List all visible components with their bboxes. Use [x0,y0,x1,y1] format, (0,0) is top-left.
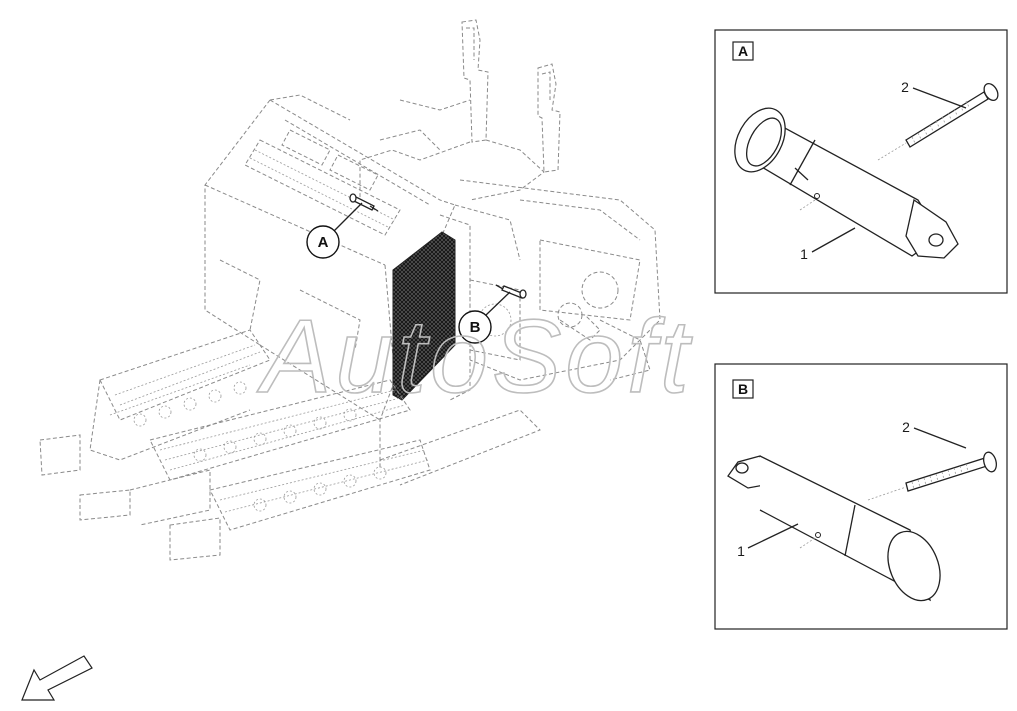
detail-a-bolt [877,82,999,161]
detail-b-tag: B [738,381,748,397]
callout-a-letter: A [318,234,329,251]
detail-a-leader-2 [912,87,967,109]
callout-b[interactable]: B [458,291,511,344]
callout-a[interactable]: A [306,202,363,259]
detail-a-pin [734,107,959,259]
detail-panel-a: A 2 1 [714,29,1008,294]
detail-a-label-1: 1 [800,246,808,262]
machine-overview: A B [39,19,661,561]
detail-a-leader-1 [811,227,856,253]
callout-b-letter: B [470,319,481,336]
detail-b-bolt [867,451,997,501]
detail-b-leader-1 [747,523,799,549]
detail-b-label-2: 2 [902,419,910,435]
pin-a-location [349,193,379,212]
detail-a-tag: A [738,43,748,59]
watermark-text: AutoSoft [256,299,693,415]
detail-a-label-2: 2 [901,79,909,95]
detail-panel-b: B 2 1 [714,363,1008,630]
direction-arrow-icon [21,655,93,701]
radiator-grille [392,231,456,401]
detail-b-pin [727,455,941,602]
detail-b-leader-2 [913,427,967,449]
detail-b-label-1: 1 [737,543,745,559]
pin-b-location [495,284,527,299]
